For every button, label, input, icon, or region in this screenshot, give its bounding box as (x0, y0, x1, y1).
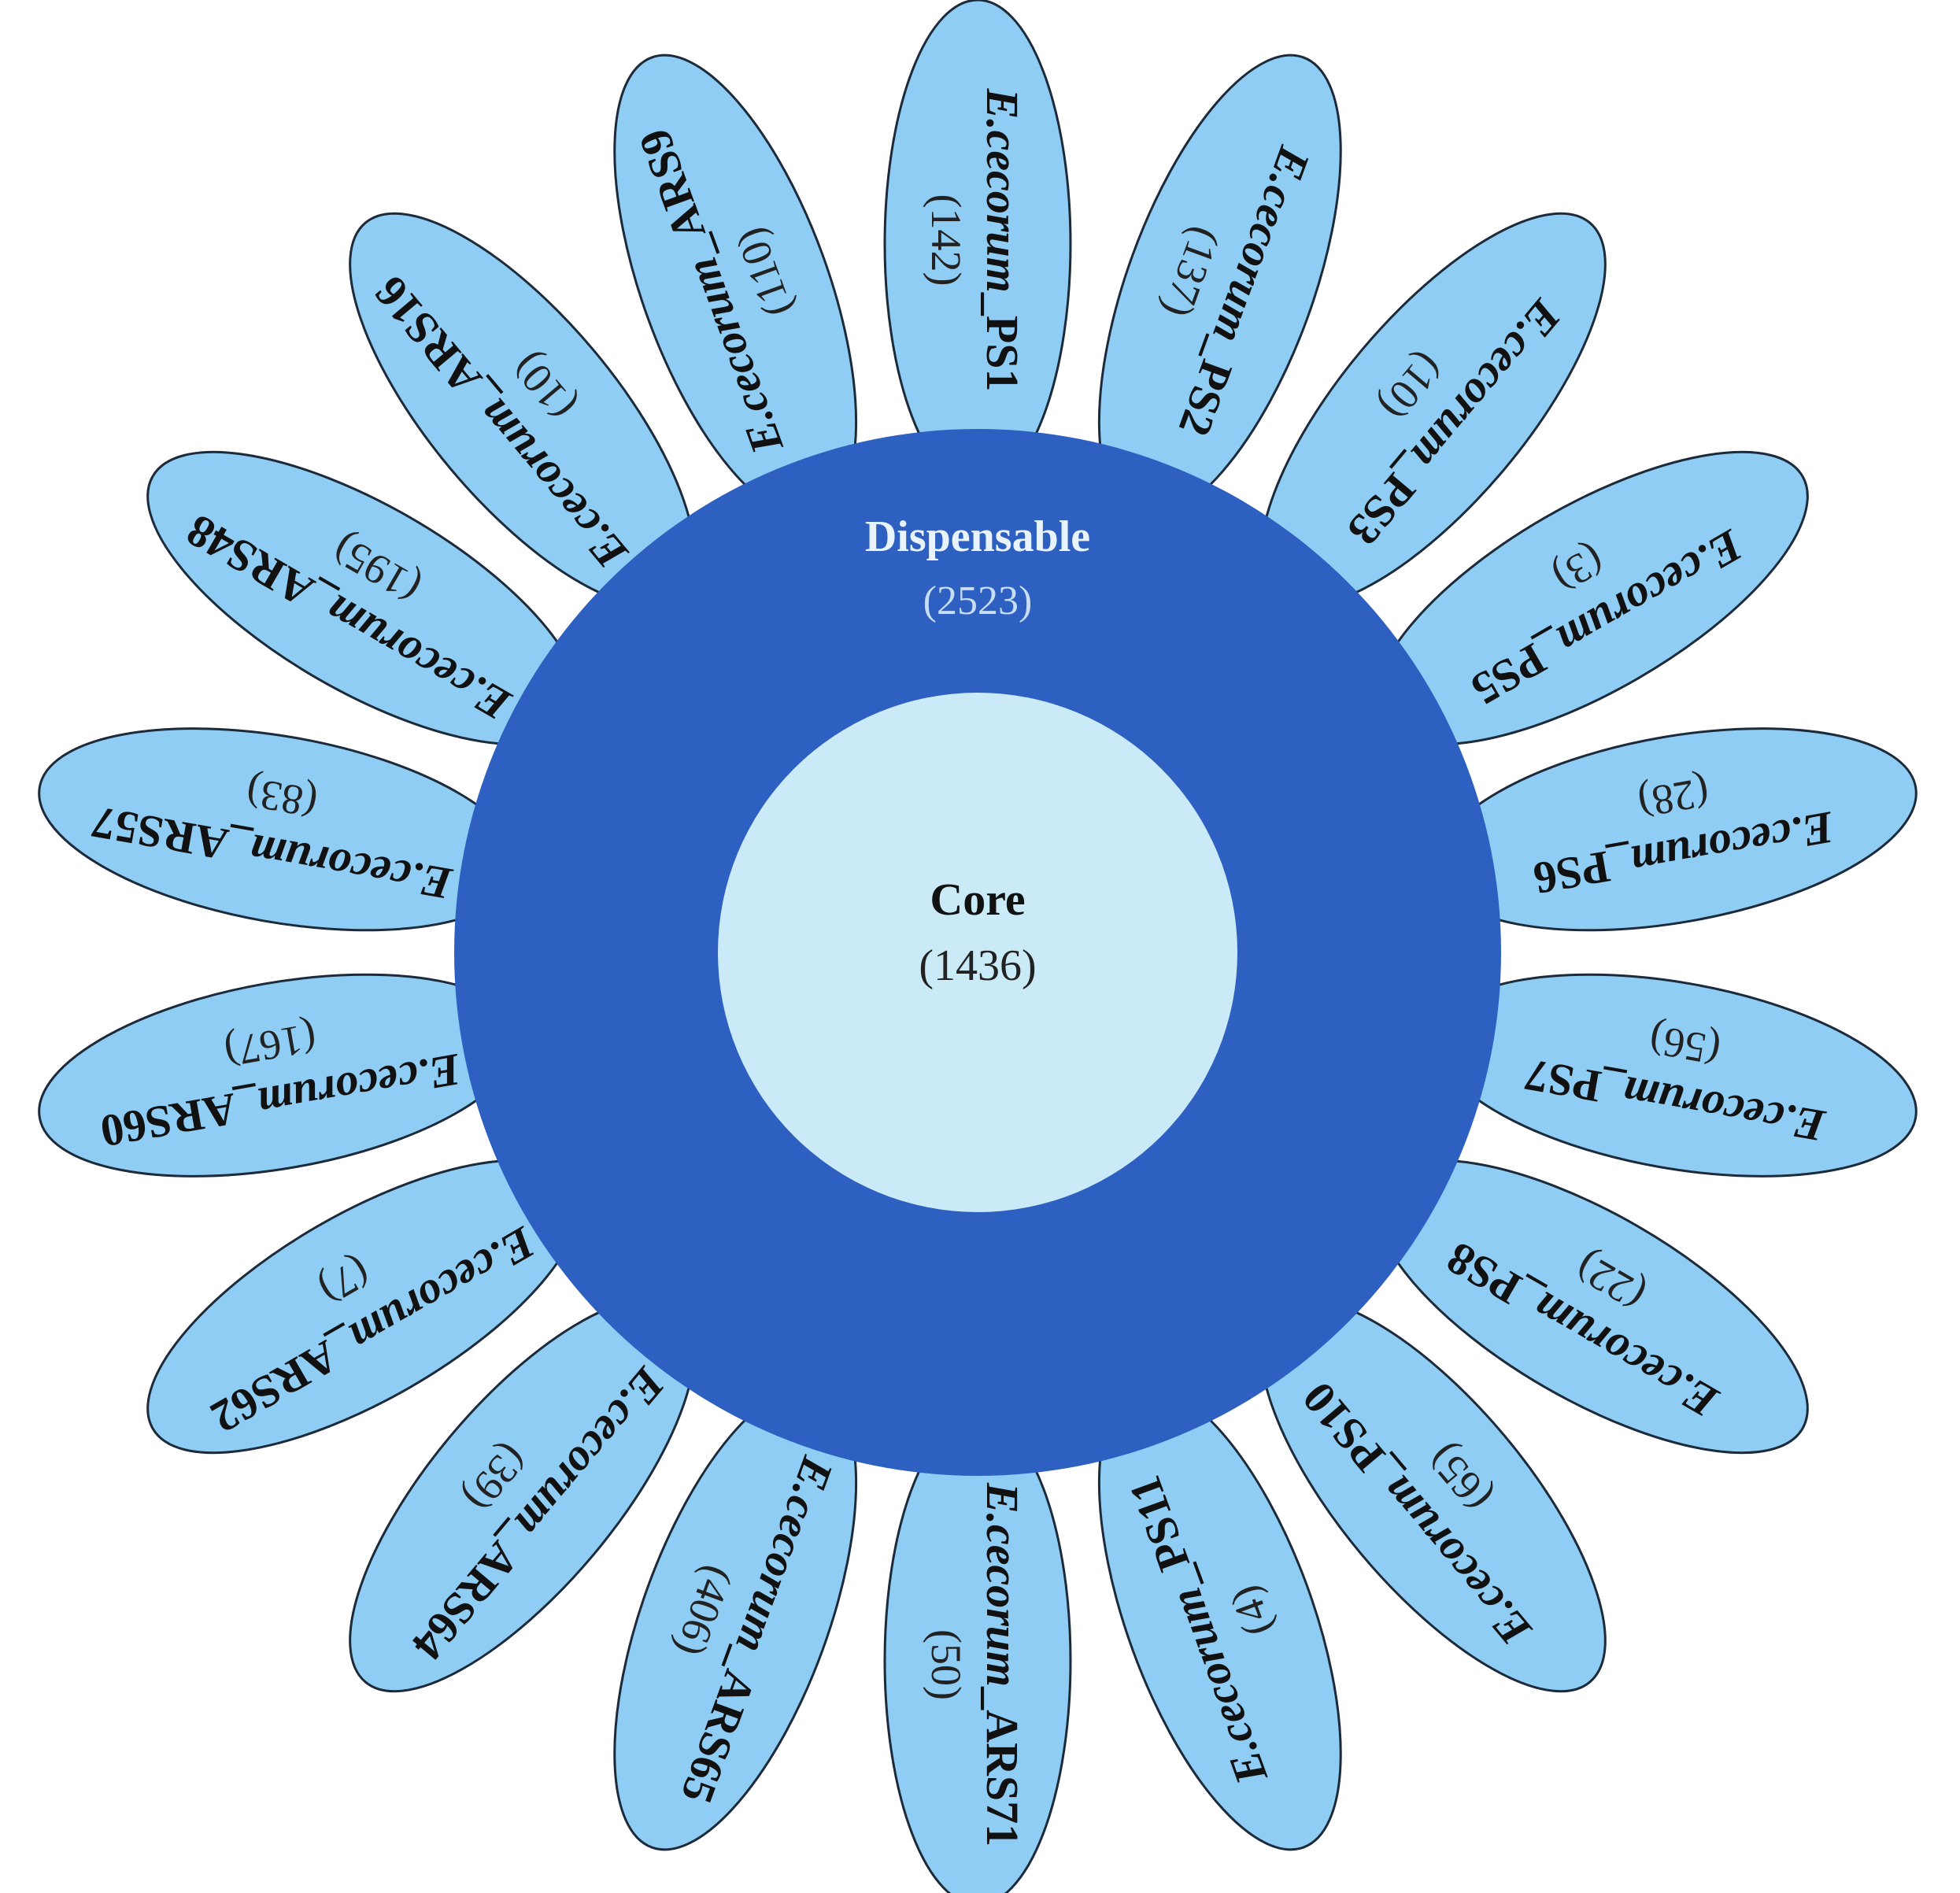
petal: E.cecorum_ARS71(50) (883, 1415, 1072, 1893)
core-circle (718, 693, 1237, 1212)
strain-name: _PS1 (977, 292, 1028, 392)
petal: E.cecorum_ARS64(39) (349, 1297, 696, 1693)
petal: E.cecorum_PS1(142) (883, 0, 1072, 490)
dispensable-label: Dispensable (865, 512, 1090, 561)
petal: E.cecorum_PS3(10) (1259, 212, 1607, 608)
petal-strain-label: E.cecorum_PS1 (977, 87, 1028, 391)
species-name: E.cecorum (977, 87, 1028, 292)
petal-strain-label: E.cecorum_ARS71 (977, 1482, 1028, 1847)
core-label: Core (930, 874, 1025, 925)
petal: E.cecorum_ARS57(83) (38, 727, 523, 932)
petals-layer: E.cecorum_PS1(142)E.cecorum_PS2(137)E.ce… (38, 0, 1917, 1893)
dispensable-count: (2523) (923, 579, 1033, 623)
petal-count: (50) (923, 1629, 970, 1700)
species-name: E.cecorum (977, 1482, 1028, 1687)
strain-name: _ARS71 (977, 1686, 1028, 1847)
petal: E.cecorum_ARS9(110) (613, 54, 858, 519)
petal: E.cecorum_PS6(28) (1433, 727, 1917, 932)
core-count: (1436) (919, 941, 1036, 990)
petal: E.cecorum_PS7(56) (1433, 973, 1917, 1178)
petal: E.cecorum_ARS60(167) (38, 973, 523, 1178)
petal: E.cecorum_PS8(22) (1374, 1159, 1809, 1455)
petal-count: (142) (923, 194, 970, 287)
